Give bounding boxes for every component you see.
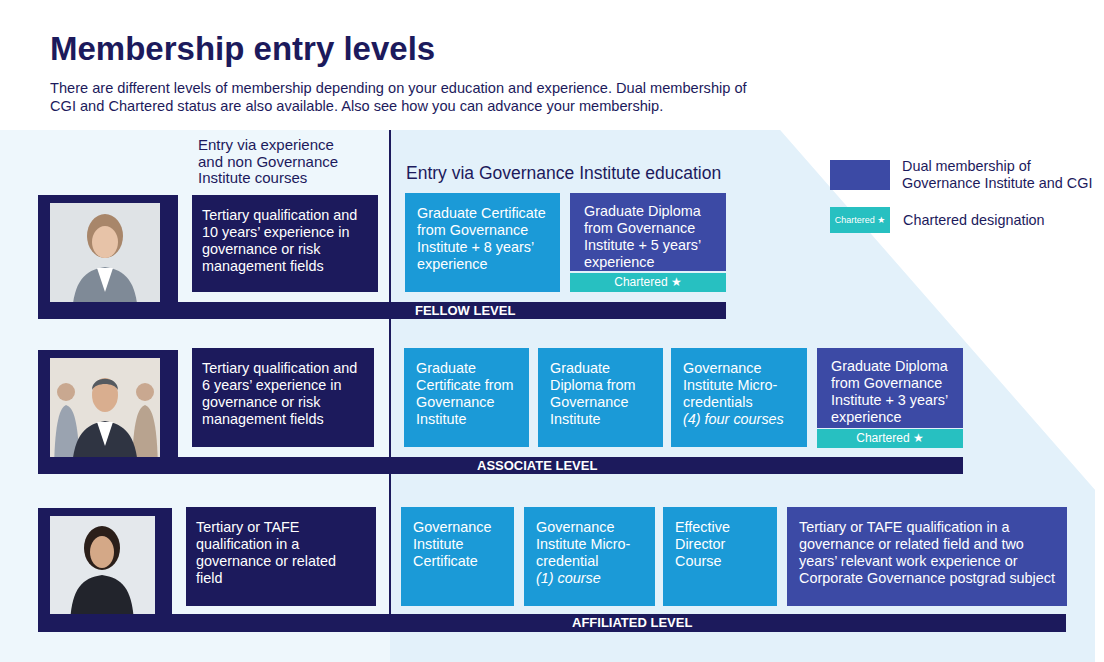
box-text: Graduate Certificate from Governance Ins… xyxy=(416,360,517,428)
photo-hair xyxy=(87,214,123,258)
chartered-tag: Chartered ★ xyxy=(570,273,726,292)
entry-box: Tertiary or TAFE qualification in a gove… xyxy=(186,507,376,606)
column-header: Entry via experience and non Governance … xyxy=(198,137,363,187)
level-band: ASSOCIATE LEVEL xyxy=(38,457,963,474)
box-text: Governance Institute Micro-credentials xyxy=(683,360,795,411)
light-panel xyxy=(0,130,1095,662)
box-text: Tertiary qualification and 10 years’ exp… xyxy=(202,207,368,275)
photo-panel xyxy=(38,350,178,474)
legend-swatch xyxy=(830,160,890,190)
education-box: Effective Director Course xyxy=(663,507,777,606)
diagram-caption: There are different levels of membership… xyxy=(50,79,762,115)
box-text: AFFILIATED LEVEL xyxy=(572,614,1066,632)
legend-text: Dual membership of Governance Institute … xyxy=(902,158,1102,192)
person-photo xyxy=(50,358,160,468)
box-text: Tertiary or TAFE qualification in a gove… xyxy=(799,519,1055,587)
education-box: Graduate Certificate from Governance Ins… xyxy=(404,348,529,447)
photo-bg-person xyxy=(57,383,75,401)
photo-bg xyxy=(50,516,155,622)
photo-bg xyxy=(50,358,160,468)
box-text: (1) course xyxy=(536,570,643,587)
box-text: (4) four courses xyxy=(683,411,795,428)
box-text: Graduate Diploma from Governance Institu… xyxy=(817,348,963,428)
photo-panel xyxy=(38,195,178,319)
light-panel-right xyxy=(390,130,1095,662)
level-band: AFFILIATED LEVEL xyxy=(38,614,1066,632)
education-box: Governance Institute Micro-credentials(4… xyxy=(671,348,807,447)
education-box: Graduate Diploma from Governance Institu… xyxy=(538,348,663,447)
person-photo xyxy=(50,516,155,622)
box-text: Chartered ★ xyxy=(570,273,726,292)
person-photo xyxy=(50,203,160,313)
photo-bg-person xyxy=(136,383,154,401)
entry-box: Tertiary qualification and 10 years’ exp… xyxy=(192,195,378,292)
box-text: ASSOCIATE LEVEL xyxy=(477,457,963,475)
photo-face xyxy=(92,226,118,258)
box-text: Chartered ★ xyxy=(817,429,963,448)
box-text: Governance Institute Certificate xyxy=(413,519,502,570)
diagram-title: Membership entry levels xyxy=(50,30,435,68)
entry-box: Tertiary qualification and 6 years’ expe… xyxy=(192,348,374,447)
photo-hair xyxy=(92,379,118,390)
photo-face xyxy=(90,536,114,568)
photo-shirt xyxy=(97,422,113,446)
box-text: FELLOW LEVEL xyxy=(415,302,726,320)
dual-box: Graduate Diploma from Governance Institu… xyxy=(570,193,726,292)
dual-box: Graduate Diploma from Governance Institu… xyxy=(817,348,963,448)
photo-hair xyxy=(84,526,120,570)
chartered-swatch-text: Chartered ★ xyxy=(830,213,890,227)
dual-box: Tertiary or TAFE qualification in a gove… xyxy=(787,507,1067,606)
box-text: Graduate Diploma from Governance Institu… xyxy=(570,193,726,271)
level-band: FELLOW LEVEL xyxy=(38,302,726,319)
box-text: Tertiary qualification and 6 years’ expe… xyxy=(202,360,364,428)
box-text: Tertiary or TAFE qualification in a gove… xyxy=(196,519,366,587)
box-text: Graduate Diploma from Governance Institu… xyxy=(550,360,651,428)
education-box: Governance Institute Certificate xyxy=(401,507,514,606)
column-divider xyxy=(389,130,391,632)
photo-face xyxy=(92,378,118,412)
box-text: Graduate Certificate from Governance Ins… xyxy=(417,205,548,273)
chartered-tag: Chartered ★ xyxy=(817,429,963,448)
education-box: Governance Institute Micro-credential(1)… xyxy=(524,507,655,606)
legend-text: Chartered designation xyxy=(903,212,1103,229)
column-header: Entry via Governance Institute education xyxy=(406,163,766,183)
education-box: Graduate Certificate from Governance Ins… xyxy=(405,193,560,292)
box-text: Governance Institute Micro-credential xyxy=(536,519,643,570)
photo-shirt xyxy=(97,268,113,292)
photo-bg xyxy=(50,203,160,313)
box-text: Effective Director Course xyxy=(675,519,765,570)
